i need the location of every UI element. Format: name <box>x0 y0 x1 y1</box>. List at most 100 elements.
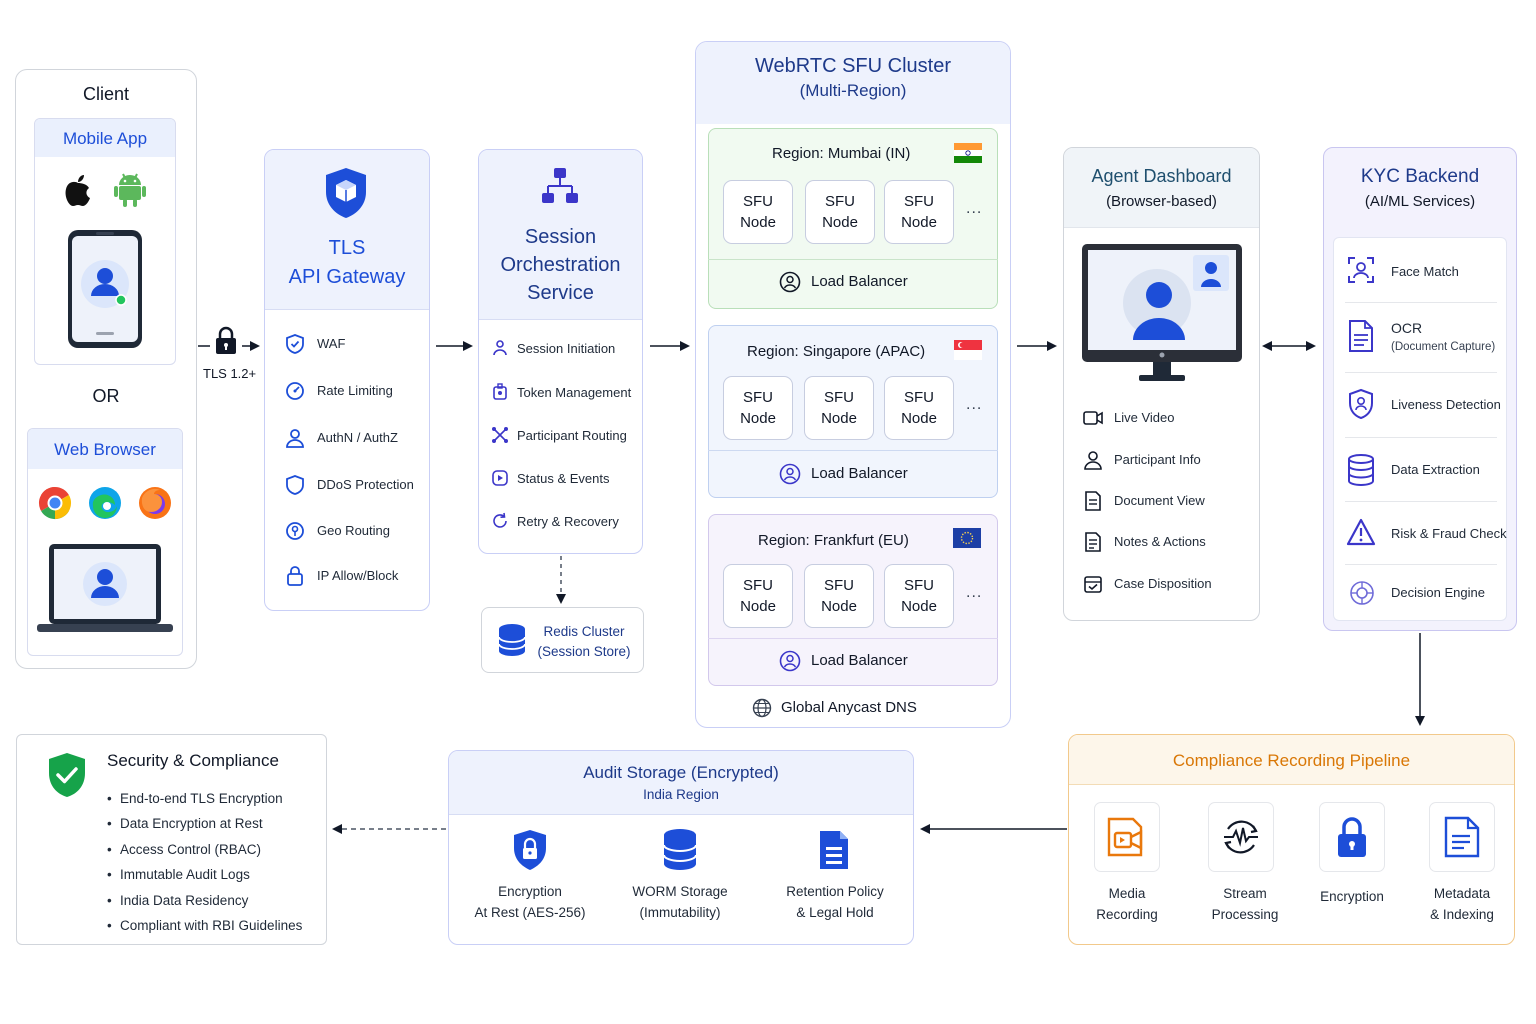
sfu-node-line2: Node <box>821 598 857 615</box>
ocr-document-icon <box>1349 320 1373 352</box>
sfu-node-line2: Node <box>740 598 776 615</box>
pipeline-item-metadata: Metadata & Indexing <box>1412 883 1512 925</box>
padlock-icon <box>287 566 303 586</box>
agent-item-document-view: Document View <box>1114 493 1205 508</box>
kyc-item-data-extraction: Data Extraction <box>1391 462 1480 477</box>
lock-icon <box>216 326 236 354</box>
region-frankfurt-title: Region: Frankfurt (EU) <box>758 532 909 549</box>
client-title: Client <box>82 84 130 104</box>
pipeline-item-line2: & Indexing <box>1430 907 1494 922</box>
pipeline-item-media: Media Recording <box>1077 883 1177 925</box>
pipeline-title: Compliance Recording Pipeline <box>1172 751 1411 770</box>
security-item-text: Immutable Audit Logs <box>120 867 250 883</box>
apple-icon <box>65 175 90 206</box>
security-item-text: India Data Residency <box>120 892 249 908</box>
sfu-node-line1: SFU <box>743 193 773 210</box>
orchestration-item-initiation: Session Initiation <box>517 341 616 356</box>
kyc-item-ocr-sub: (Document Capture) <box>1391 341 1496 353</box>
orchestration-item-status: Status & Events <box>517 471 610 486</box>
pipeline-item-line2: Processing <box>1211 907 1279 922</box>
redis-line1: Redis Cluster <box>543 624 625 639</box>
mobile-app-title: Mobile App <box>62 129 148 148</box>
rate-limit-gauge-icon <box>286 382 304 400</box>
audit-title: Audit Storage (Encrypted) <box>583 763 779 782</box>
orchestration-title-line2: Orchestration <box>500 254 621 276</box>
data-extraction-icon <box>1348 454 1374 486</box>
web-browser-title: Web Browser <box>54 440 156 459</box>
sfu-node-line1: SFU <box>743 577 773 594</box>
document-icon <box>1085 491 1101 511</box>
tls-label: TLS 1.2+ <box>203 366 257 381</box>
firefox-icon <box>139 487 171 519</box>
security-item-text: End-to-end TLS Encryption <box>120 791 283 806</box>
security-title: Security & Compliance <box>107 751 279 770</box>
gateway-title-line1: TLS <box>328 237 366 259</box>
session-init-icon <box>493 340 507 356</box>
android-icon <box>114 173 146 207</box>
security-item: •Access Control (RBAC) <box>107 841 262 857</box>
security-item-text: Compliant with RBI Guidelines <box>120 918 303 934</box>
sfu-node: SFU Node <box>723 564 793 628</box>
token-icon <box>493 383 507 400</box>
divider <box>708 259 998 260</box>
flag-india-icon <box>954 143 982 163</box>
sfu-node-line2: Node <box>901 214 937 231</box>
pipeline-step-media <box>1094 802 1160 872</box>
flag-singapore-icon <box>954 340 982 360</box>
pipeline-item-line1: Metadata <box>1433 886 1491 901</box>
sfu-node-line1: SFU <box>743 389 773 406</box>
kyc-item-face-match: Face Match <box>1391 264 1459 279</box>
divider <box>1345 564 1497 565</box>
audit-item-line2: & Legal Hold <box>796 905 874 920</box>
orchestration-title-line1: Session <box>524 226 597 248</box>
edge-icon <box>89 487 121 519</box>
geo-pin-icon <box>286 522 304 540</box>
security-item: •End-to-end TLS Encryption <box>107 791 283 806</box>
database-icon <box>498 624 526 656</box>
pipeline-item-line1: Stream <box>1223 886 1267 901</box>
redis-label: Redis Cluster (Session Store) <box>532 622 636 662</box>
pipeline-item-encryption: Encryption <box>1302 886 1402 907</box>
security-item: •Immutable Audit Logs <box>107 867 250 883</box>
sfu-cluster-title-line2: (Multi-Region) <box>799 81 907 100</box>
audit-item-retention: Retention Policy & Legal Hold <box>764 881 906 923</box>
stream-processing-icon <box>1224 820 1258 854</box>
region-singapore-title: Region: Singapore (APAC) <box>747 343 926 360</box>
pipeline-item-line1: Media <box>1108 886 1146 901</box>
warning-triangle-icon <box>1346 518 1376 546</box>
security-item: •India Data Residency <box>107 892 249 908</box>
user-icon <box>286 429 304 448</box>
kyc-subtitle: (AI/ML Services) <box>1364 193 1476 210</box>
more-nodes-ellipsis: ... <box>966 200 983 217</box>
security-item-text: Data Encryption at Rest <box>120 816 263 832</box>
gateway-title-line2: API Gateway <box>288 266 406 288</box>
orchestration-panel <box>478 149 643 554</box>
decision-engine-icon <box>1350 581 1374 605</box>
ddos-shield-icon <box>286 475 304 495</box>
global-dns-label: Global Anycast DNS <box>781 699 917 716</box>
gateway-item-rate-limiting: Rate Limiting <box>317 383 393 398</box>
sfu-node-line2: Node <box>740 410 776 427</box>
sfu-node-line1: SFU <box>904 389 934 406</box>
load-balancer-icon <box>779 463 801 485</box>
load-balancer-icon <box>779 650 801 672</box>
monitor-video-icon <box>1082 244 1242 381</box>
audit-item-line1: Encryption <box>498 884 562 899</box>
sfu-node-line2: Node <box>821 410 857 427</box>
kyc-services-list <box>1333 237 1507 621</box>
load-balancer-label: Load Balancer <box>811 652 908 669</box>
sfu-node-line1: SFU <box>824 577 854 594</box>
gateway-item-waf: WAF <box>317 336 346 351</box>
hierarchy-icon <box>542 168 578 203</box>
more-nodes-ellipsis: ... <box>966 396 983 413</box>
routing-icon <box>492 427 508 443</box>
gateway-title: TLS API Gateway <box>264 234 430 292</box>
pipeline-item-stream: Stream Processing <box>1195 883 1295 925</box>
divider <box>708 638 998 639</box>
pipeline-item-line2: Recording <box>1096 907 1158 922</box>
orchestration-item-retry: Retry & Recovery <box>517 514 619 529</box>
